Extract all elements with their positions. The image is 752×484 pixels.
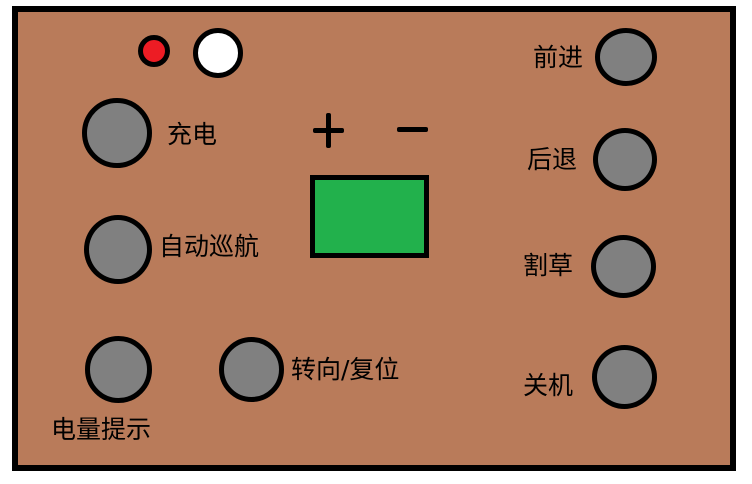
- forward-label: 前进: [533, 43, 584, 72]
- battery-indicator-button[interactable]: [85, 336, 152, 403]
- charge-button[interactable]: [82, 98, 152, 168]
- plus-icon: [313, 113, 344, 148]
- power-off-button[interactable]: [592, 345, 657, 409]
- forward-button[interactable]: [595, 28, 657, 86]
- minus-icon: [397, 127, 428, 133]
- mow-button[interactable]: [591, 235, 656, 298]
- backward-label: 后退: [527, 145, 578, 174]
- red-indicator-light: [138, 35, 170, 67]
- power-off-label: 关机: [523, 371, 574, 400]
- turn-reset-label: 转向/复位: [291, 355, 400, 384]
- auto-cruise-button[interactable]: [84, 215, 152, 284]
- white-indicator-light: [193, 28, 243, 78]
- battery-indicator-label: 电量提示: [51, 415, 152, 444]
- charge-label: 充电: [167, 120, 218, 149]
- mow-label: 割草: [523, 251, 574, 280]
- auto-cruise-label: 自动巡航: [159, 232, 260, 261]
- display-screen: [310, 175, 429, 258]
- backward-button[interactable]: [593, 128, 657, 191]
- turn-reset-button[interactable]: [219, 337, 284, 402]
